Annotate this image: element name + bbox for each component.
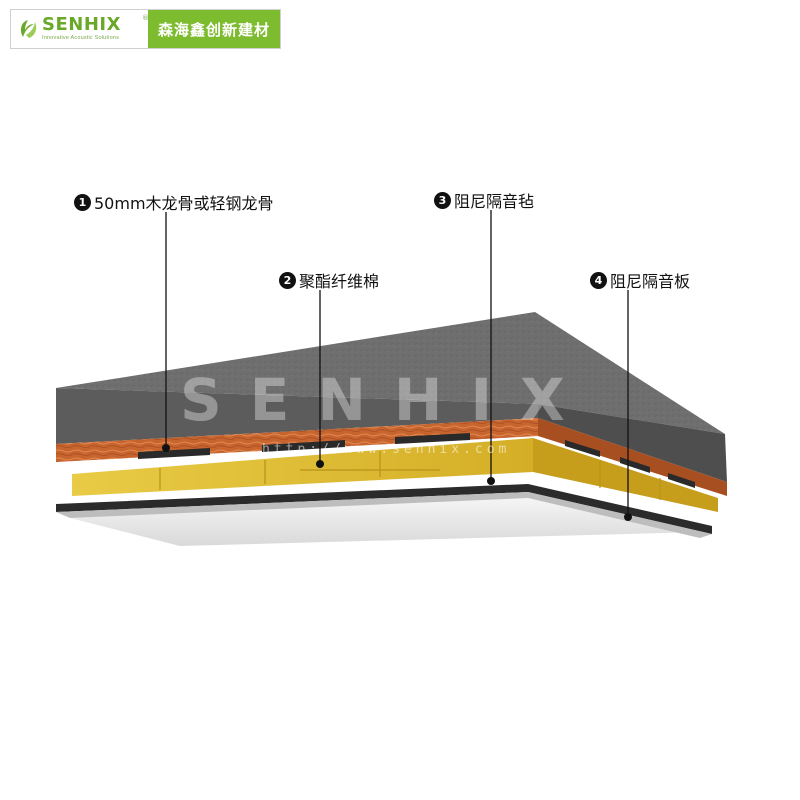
ceiling-slab-top <box>56 312 725 434</box>
callout-label: 阻尼隔音板 <box>610 272 691 291</box>
ceiling-slab-side <box>538 404 727 482</box>
watermark-url: http://www.senhix.com <box>262 442 511 457</box>
callout-joist: 1 50mm木龙骨或轻钢龙骨 <box>74 190 274 214</box>
joist-layer-side <box>538 418 727 496</box>
felt-layer <box>56 484 712 534</box>
callout-board: 4 阻尼隔音板 <box>590 268 690 292</box>
callout-number-badge: 2 <box>279 271 296 289</box>
brand-company-name: 森海鑫创新建材 <box>148 10 280 48</box>
callout-number-badge: 3 <box>434 191 451 209</box>
brand-logo: SENHIX Innovative Acoustic Solutions ® <box>11 10 149 48</box>
callout-number-badge: 1 <box>74 193 91 211</box>
board-layer-edge <box>56 492 712 538</box>
cotton-layer-side <box>533 438 718 512</box>
callout-number-badge: 4 <box>590 271 607 289</box>
callout-label: 50mm木龙骨或轻钢龙骨 <box>94 194 274 213</box>
brand-tagline: Innovative Acoustic Solutions <box>42 35 120 42</box>
brand-banner: SENHIX Innovative Acoustic Solutions ® 森… <box>10 9 281 49</box>
callout-label: 阻尼隔音毡 <box>454 192 535 211</box>
ceiling-slab-front <box>56 388 538 444</box>
board-layer-front <box>70 496 700 546</box>
cotton-layer-front <box>72 438 533 496</box>
brand-name: SENHIX <box>42 14 121 36</box>
cotton-seams <box>159 451 661 500</box>
callout-cotton: 2 聚酯纤维棉 <box>279 268 379 292</box>
leaf-logo-icon <box>20 20 37 38</box>
watermark-text: SENHIX <box>180 366 593 434</box>
leader-lines <box>165 210 629 517</box>
callout-label: 聚酯纤维棉 <box>299 272 380 291</box>
leader-dots <box>162 444 632 521</box>
callout-felt: 3 阻尼隔音毡 <box>434 188 534 212</box>
registered-mark: ® <box>142 14 149 22</box>
